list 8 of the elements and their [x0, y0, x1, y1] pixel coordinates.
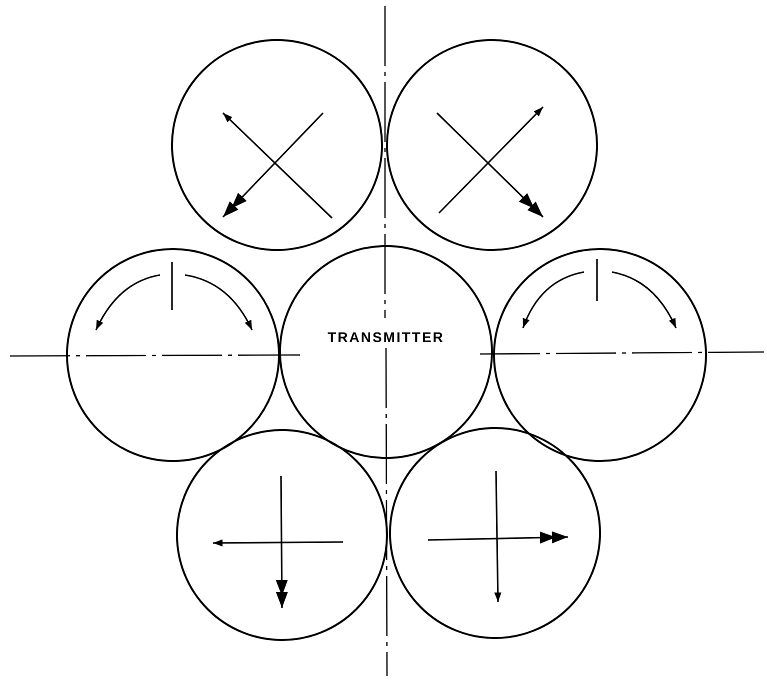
circle: [171, 39, 383, 251]
circle: [386, 39, 598, 251]
circle: [279, 245, 493, 459]
node-label: TRANSMITTER: [328, 329, 444, 345]
circle: [66, 248, 280, 462]
circle: [176, 429, 388, 641]
circle: [493, 248, 707, 462]
circle: [389, 427, 601, 639]
